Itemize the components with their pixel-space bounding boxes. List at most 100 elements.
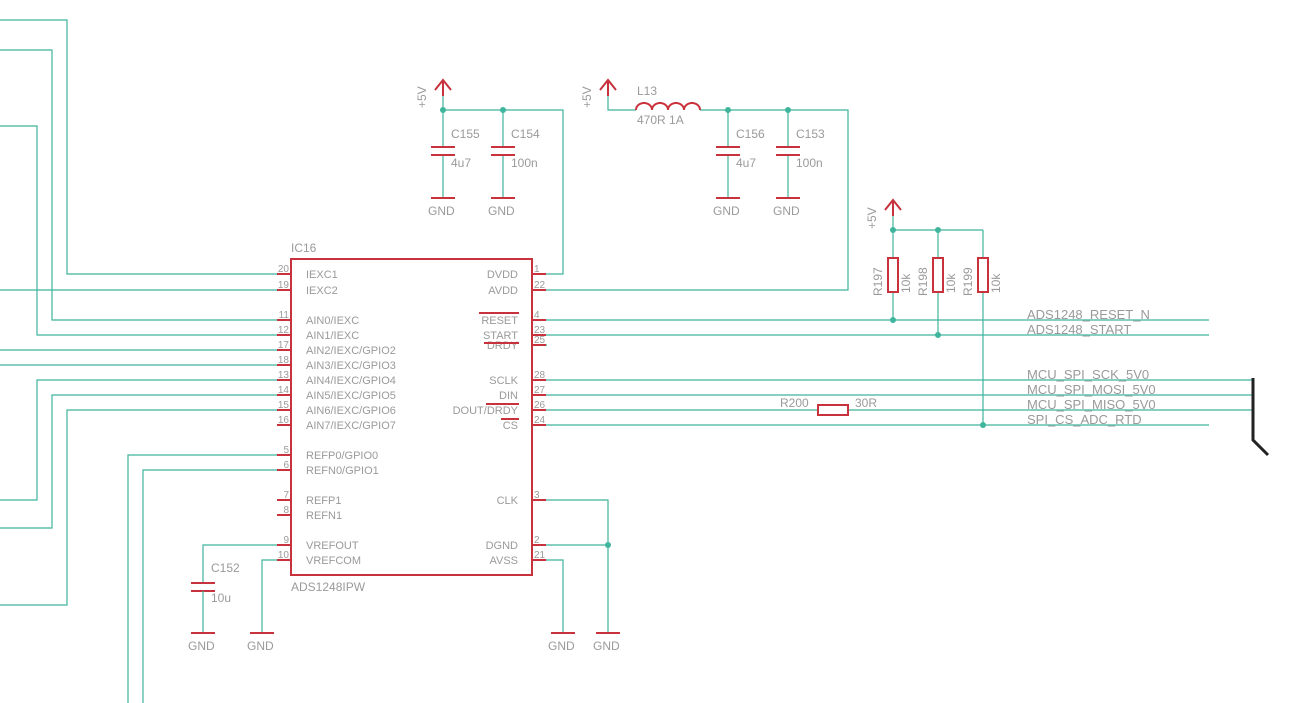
resistor-r200: R200 30R (780, 396, 877, 416)
ic-pin-name: START (483, 330, 518, 342)
ic-pin-number: 18 (278, 355, 290, 366)
ic-pin-number: 13 (278, 370, 290, 381)
ic-pin-name: AVDD (488, 285, 518, 297)
ic-pin-name: AIN5/IEXC/GPIO5 (306, 390, 396, 402)
cap-ref: C152 (211, 561, 240, 575)
ic-pin-name: AIN7/IEXC/GPIO7 (306, 420, 396, 432)
junction-dot (890, 317, 896, 323)
cap-ref: C156 (736, 127, 765, 141)
ground-label: GND (773, 204, 800, 218)
net-label-start: ADS1248_START (1027, 322, 1131, 337)
ic-pin-name: CLK (497, 495, 519, 507)
junction-dot (500, 107, 506, 113)
junction-dot (440, 107, 446, 113)
resistor-r199: R199 10k (961, 257, 1003, 296)
supply-5v-1: +5V (415, 78, 452, 108)
ic-pin-number: 25 (534, 335, 546, 346)
ic-pin-number: 17 (278, 340, 290, 351)
resistor-value: 30R (855, 396, 877, 410)
cap-value: 4u7 (451, 156, 471, 170)
left-wires (0, 19, 290, 703)
junction-dot (725, 107, 731, 113)
ic-pin-name: VREFCOM (306, 555, 361, 567)
net-label-cs: SPI_CS_ADC_RTD (1027, 412, 1142, 427)
ic-pin-name: AIN6/IEXC/GPIO6 (306, 405, 396, 417)
net-label-sck: MCU_SPI_SCK_5V0 (1027, 367, 1149, 382)
net-label-miso: MCU_SPI_MISO_5V0 (1027, 397, 1156, 412)
ic-pin-number: 3 (534, 490, 540, 501)
ic-pin-name: DVDD (487, 269, 518, 281)
resistor-ref: R199 (961, 267, 975, 296)
inductor-ref: L13 (637, 84, 657, 98)
inductor-value: 470R 1A (637, 113, 684, 127)
cap-ref: C154 (511, 127, 540, 141)
supply-label: +5V (415, 86, 429, 108)
resistor-value: 10k (944, 273, 958, 293)
ic-pin-name: REFP0/GPIO0 (306, 450, 378, 462)
ic-pin-number: 4 (534, 310, 540, 321)
capacitor-c155: C155 4u7 (431, 127, 480, 170)
ground-label: GND (488, 204, 515, 218)
ic-pin-number: 9 (283, 535, 289, 546)
ic-pin-name: REFP1 (306, 495, 341, 507)
capacitor-c156: C156 4u7 (716, 127, 765, 170)
ic-pin-name: SCLK (489, 375, 518, 387)
ground-label: GND (428, 204, 455, 218)
ic-pin-number: 11 (279, 310, 290, 321)
ic-pin-number: 12 (278, 325, 290, 336)
ic-pin-name: AVSS (489, 555, 518, 567)
junction-dot (980, 422, 986, 428)
cap-value: 10u (211, 591, 231, 605)
supply-5v-2: +5V (580, 78, 617, 108)
ground-label: GND (548, 639, 575, 653)
junction-dot (605, 542, 611, 548)
ic-pin-number: 27 (534, 385, 546, 396)
ic-pin-number: 14 (278, 385, 290, 396)
ic-pin-name: REFN1 (306, 510, 342, 522)
ic-pin-name: AIN2/IEXC/GPIO2 (306, 345, 396, 357)
supply-label: +5V (580, 86, 594, 108)
ic-pin-name: DOUT/DRDY (453, 405, 519, 417)
ic-pin-number: 19 (278, 280, 290, 291)
resistor-r197: R197 10k (871, 257, 913, 296)
ic-pin-name: AIN3/IEXC/GPIO3 (306, 360, 396, 372)
ground-avss: GND (548, 632, 575, 653)
ground-label: GND (593, 639, 620, 653)
ic-pin-number: 23 (534, 325, 546, 336)
ic-pin-name: VREFOUT (306, 540, 359, 552)
capacitor-c154: C154 100n (491, 127, 540, 170)
ic-pin-number: 7 (283, 490, 289, 501)
ic-pin-name: DIN (499, 390, 518, 402)
ground-c153: GND (773, 197, 800, 218)
ic-pin-number: 2 (534, 535, 540, 546)
junction-dot (935, 227, 941, 233)
ic-pin-name: RESET (481, 315, 518, 327)
ic-pin-number: 8 (283, 505, 289, 516)
ic-pin-name: DRDY (487, 340, 519, 352)
ic-pin-name: DGND (486, 540, 518, 552)
ground-c154: GND (488, 197, 515, 218)
ic-pin-number: 21 (534, 550, 546, 561)
net-label-mosi: MCU_SPI_MOSI_5V0 (1027, 382, 1156, 397)
net-labels: ADS1248_RESET_N ADS1248_START MCU_SPI_SC… (1027, 307, 1156, 427)
resistor-ref: R197 (871, 267, 885, 296)
junction-dot (785, 107, 791, 113)
ic-pin-number: 20 (278, 264, 290, 275)
spi-bus (1251, 378, 1270, 457)
ic-pin-number: 6 (283, 460, 289, 471)
junction-dot (890, 227, 896, 233)
ground-label: GND (247, 639, 274, 653)
cap-value: 4u7 (736, 156, 756, 170)
ic-pin-name: REFN0/GPIO1 (306, 465, 379, 477)
cap-ref: C153 (796, 127, 825, 141)
inductor-l13: L13 470R 1A (635, 84, 701, 127)
ic-pin-number: 22 (534, 280, 546, 291)
supply-label: +5V (865, 207, 879, 229)
ic-pin-number: 26 (534, 400, 546, 411)
ic-pin-number: 28 (534, 370, 546, 381)
resistor-value: 10k (899, 273, 913, 293)
ic-pin-number: 10 (278, 550, 290, 561)
ic-ref: IC16 (291, 241, 317, 255)
